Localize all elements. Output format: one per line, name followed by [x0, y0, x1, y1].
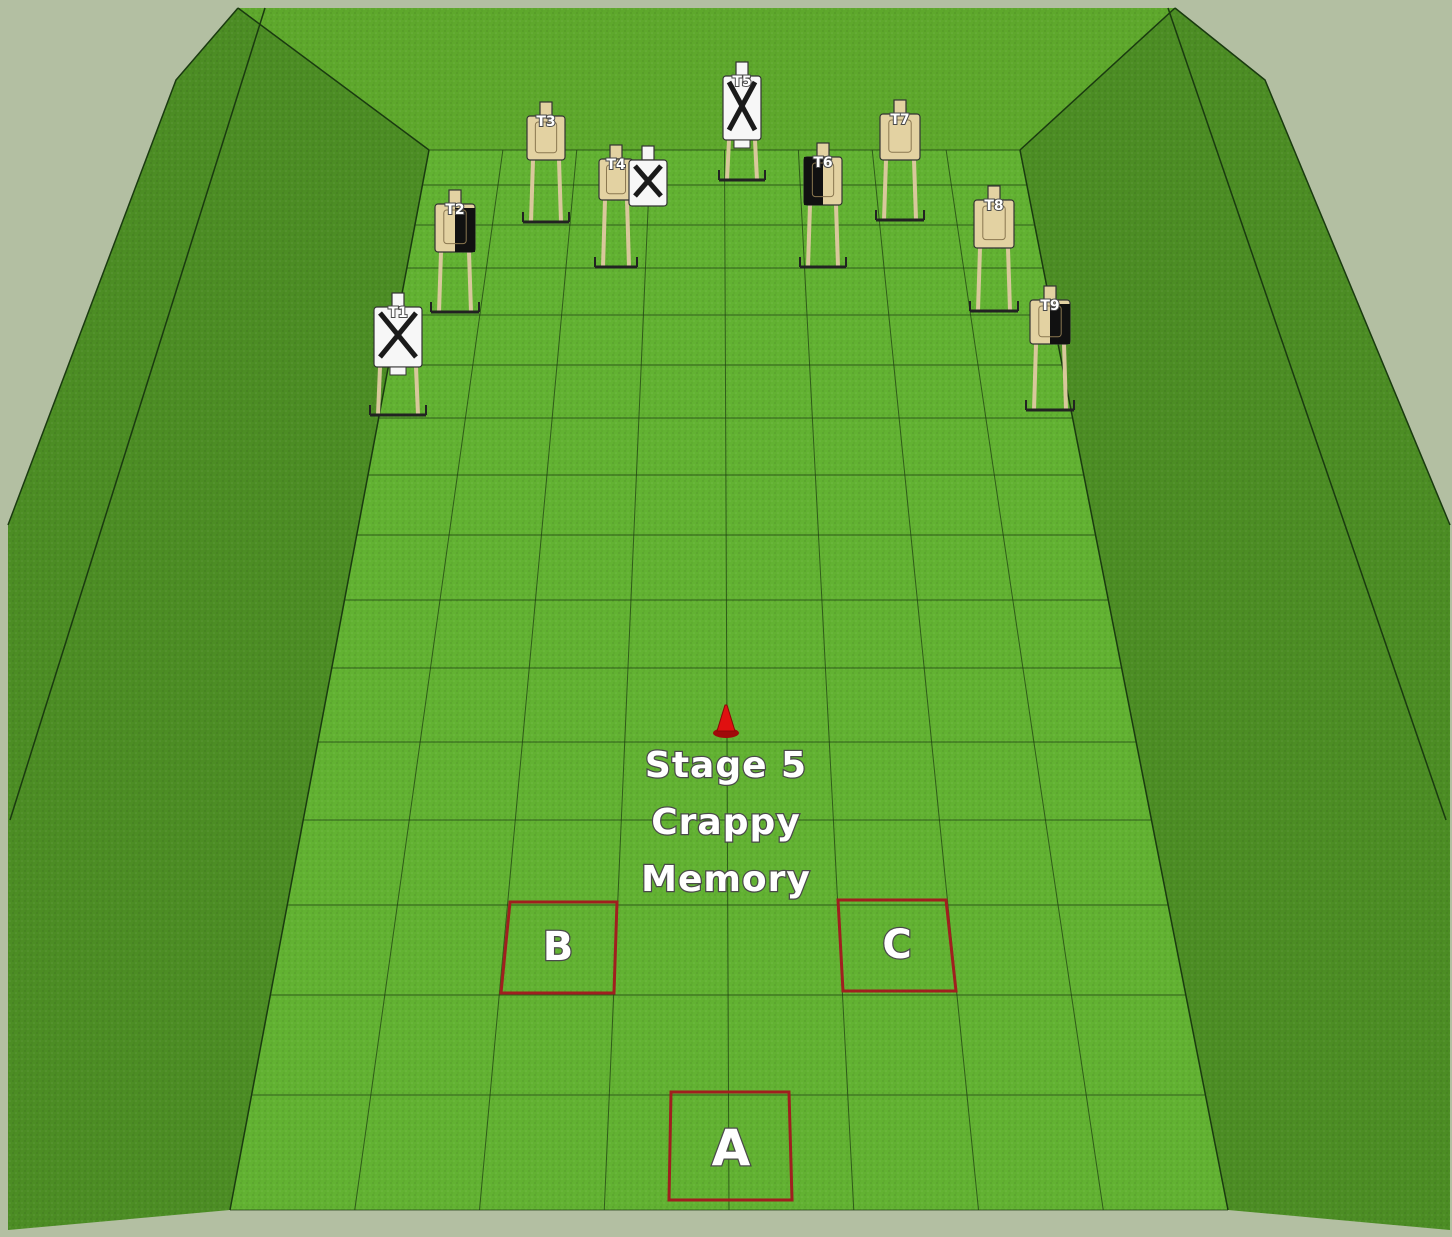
target-label: T7 — [890, 112, 909, 128]
target-label: T8 — [984, 198, 1003, 214]
target-label: T9 — [1040, 298, 1059, 314]
target-label: T6 — [813, 155, 832, 171]
shooting-box-label: C — [882, 922, 911, 968]
target-label: T3 — [536, 114, 555, 130]
stage-title-line-1: Stage 5 — [645, 745, 807, 786]
target-label: T5 — [732, 74, 751, 90]
target-label: T4 — [606, 157, 626, 173]
stage-title: Stage 5 Crappy Memory — [641, 745, 811, 900]
target-label: T1 — [388, 305, 407, 321]
stage-title-line-3: Memory — [641, 859, 811, 900]
shooting-box-label: B — [543, 924, 574, 970]
shooting-box-label: A — [712, 1119, 751, 1177]
stage-title-line-2: Crappy — [651, 802, 800, 843]
target-label: T2 — [445, 202, 464, 218]
